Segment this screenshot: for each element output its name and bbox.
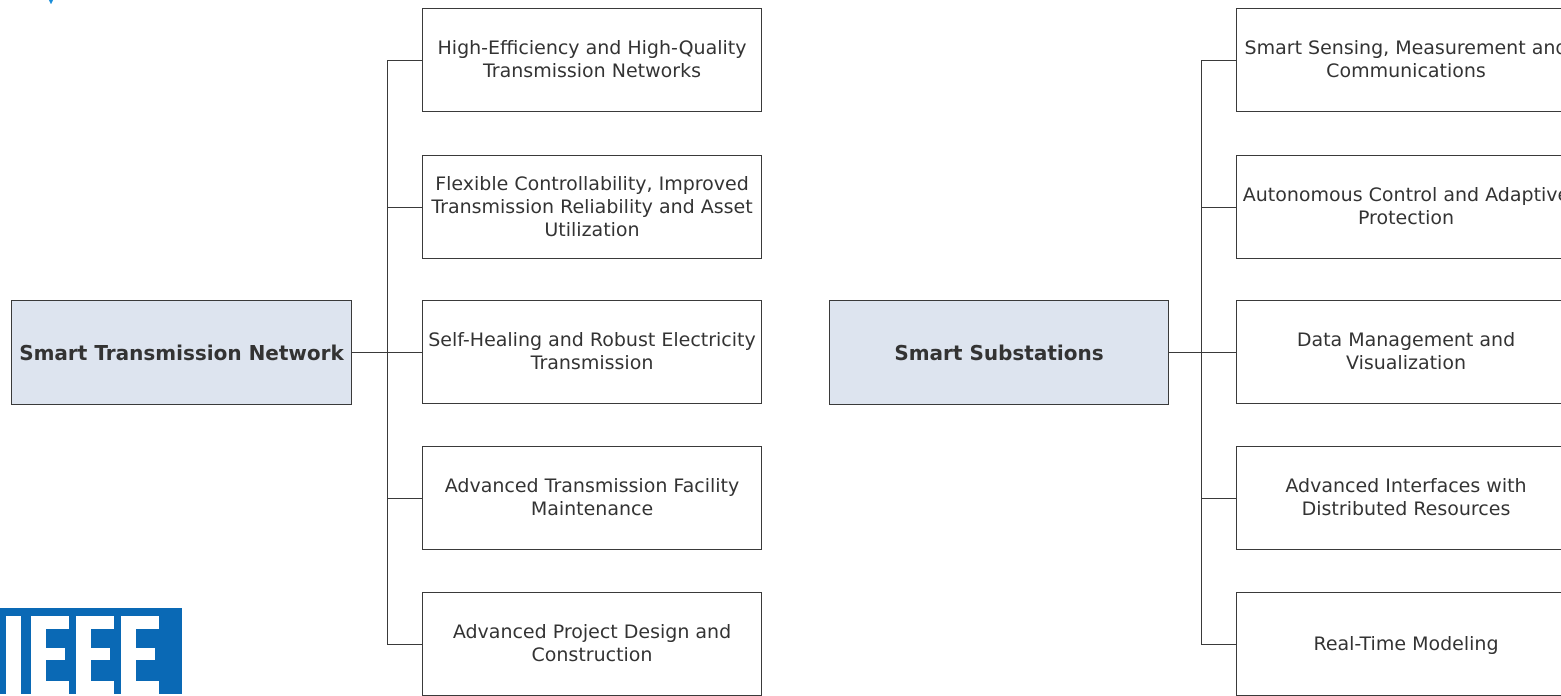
connector-child-2-2: [1201, 207, 1236, 208]
child-node-transmission-4: Advanced Transmission Facility Maintenan…: [422, 446, 762, 550]
connector-child-2-4: [1201, 498, 1236, 499]
connector-child-2-1: [1201, 60, 1236, 61]
child-node-transmission-5: Advanced Project Design and Construction: [422, 592, 762, 696]
root-node-transmission: Smart Transmission Network: [11, 300, 352, 405]
connector-child-1: [387, 60, 422, 61]
child-node-substations-3: Data Management and Visualization: [1236, 300, 1561, 404]
child-node-substations-5: Real-Time Modeling: [1236, 592, 1561, 696]
root-node-substations: Smart Substations: [829, 300, 1169, 405]
connector-root-trunk-2: [1169, 352, 1202, 353]
connector-child-5: [387, 644, 422, 645]
child-node-transmission-3: Self-Healing and Robust Electricity Tran…: [422, 300, 762, 404]
cropped-title-fragment: [38, 0, 98, 4]
connector-child-2: [387, 207, 422, 208]
connector-root-trunk: [352, 352, 388, 353]
ieee-logo: [0, 608, 182, 694]
child-node-transmission-1: High-Efficiency and High-Quality Transmi…: [422, 8, 762, 112]
connector-child-2-5: [1201, 644, 1236, 645]
child-node-substations-1: Smart Sensing, Measurement and Communica…: [1236, 8, 1561, 112]
ieee-logo-wordmark-icon: [6, 616, 159, 694]
connector-child-2-3: [1201, 352, 1236, 353]
child-node-substations-4: Advanced Interfaces with Distributed Res…: [1236, 446, 1561, 550]
child-node-substations-2: Autonomous Control and Adaptive Protecti…: [1236, 155, 1561, 259]
child-node-transmission-2: Flexible Controllability, Improved Trans…: [422, 155, 762, 259]
connector-child-3: [387, 352, 422, 353]
connector-child-4: [387, 498, 422, 499]
cropped-title-glyph: [48, 0, 54, 4]
